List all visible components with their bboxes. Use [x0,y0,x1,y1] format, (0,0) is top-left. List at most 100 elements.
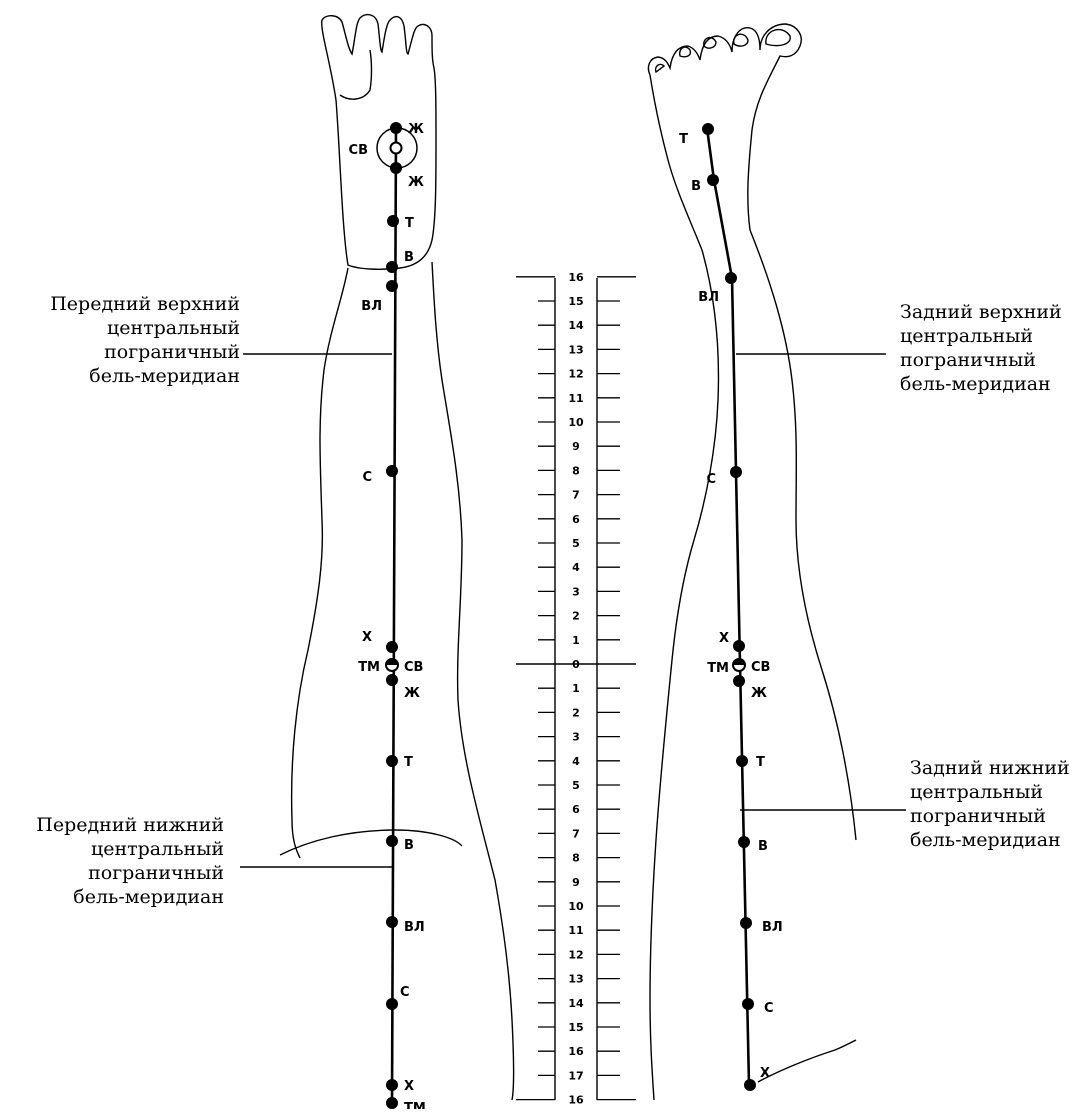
caption-back-lower: Задний нижний центральный пограничный бе… [910,756,1070,852]
front-meridian-line [392,128,396,1102]
scale: 1615141312111098765432101234567891011121… [516,271,636,1107]
scale-number: 4 [572,755,580,768]
scale-number: 9 [572,440,580,453]
back-toe-nail-1 [656,64,664,72]
front-point-label: В [404,838,414,853]
scale-number: 10 [568,900,584,913]
scale-number: 6 [572,803,580,816]
scale-number: 17 [568,1069,583,1082]
front-point-label: С [400,985,410,1000]
scale-number: 10 [568,416,584,429]
back-point-dot [738,836,750,848]
scale-number: 3 [572,731,580,744]
front-leg-right-edge [432,262,514,1100]
back-point-label: С [764,1001,774,1016]
scale-number: 4 [572,561,580,574]
caption-line: Задний нижний [910,756,1070,780]
scale-number: 2 [572,706,580,719]
front-point-label: ВЛ [361,299,382,314]
front-point-dot [386,261,398,273]
scale-number: 5 [572,779,580,792]
caption-line: Задний верхний [900,300,1062,324]
back-point-dot [725,272,737,284]
front-point-dot [387,215,399,227]
caption-front-lower: Передний нижний центральный пограничный … [36,813,224,909]
scale-number: 13 [568,343,583,356]
scale-number: 11 [568,392,583,405]
front-point-dot [386,465,398,477]
front-point-dot [386,998,398,1010]
front-point-dot [390,122,402,134]
scale-number: 13 [568,973,583,986]
front-point-label: СВ [349,143,368,158]
back-toe-nail-4 [734,34,748,46]
caption-line: бель-меридиан [900,372,1062,396]
caption-front-upper: Передний верхний центральный пограничный… [50,292,240,388]
back-point-dot [730,466,742,478]
caption-line: пограничный [900,348,1062,372]
back-toe-nail-5 [766,30,790,46]
scale-number: 5 [572,537,580,550]
back-point-dot [744,1079,756,1091]
back-point-dot [733,640,745,652]
front-point-open-dot [391,143,402,154]
front-point-dot [386,280,398,292]
front-foot-outline [322,15,436,270]
scale-number: 16 [568,1094,584,1107]
front-point-label: ТМ [358,660,380,675]
scale-number: 14 [568,997,584,1010]
front-point-label: Х [404,1079,414,1094]
caption-line: пограничный [910,804,1070,828]
front-point-label: Х [362,630,372,645]
scale-number: 15 [568,295,583,308]
back-point-dot [733,675,745,687]
caption-line: пограничный [50,340,240,364]
scale-number: 16 [568,271,584,284]
front-point-dot [386,1097,398,1109]
scale-number: 0 [572,658,580,671]
back-point-label: СВ [751,660,770,675]
scale-number: 2 [572,610,580,623]
caption-line: бель-меридиан [910,828,1070,852]
scale-number: 3 [572,585,580,598]
caption-line: Передний нижний [36,813,224,837]
scale-number: 16 [568,1045,584,1058]
scale-number: 12 [568,948,583,961]
front-point-dot [386,1079,398,1091]
back-meridian-line [707,128,749,1085]
back-point-label: В [691,179,701,194]
caption-line: Передний верхний [50,292,240,316]
back-point-label: ВЛ [698,290,719,305]
back-point-dot [707,174,719,186]
scale-number: 8 [572,464,580,477]
back-point-label: Т [679,132,688,147]
back-point-dot [742,998,754,1010]
caption-line: центральный [36,837,224,861]
back-point-label: ТМ [707,661,729,676]
back-point-label: Х [719,631,729,646]
back-point-dot [736,755,748,767]
scale-number: 15 [568,1021,583,1034]
scale-number: 11 [568,924,583,937]
back-toe-nail-2 [680,47,691,57]
back-point-label: Т [756,755,765,770]
front-point-dot [386,835,398,847]
back-point-label: Х [760,1066,770,1081]
back-thigh-arc [758,1040,856,1082]
front-point-label: С [362,470,372,485]
front-point-label: СВ [404,660,423,675]
back-point-label: Ж [751,686,767,701]
caption-line: центральный [900,324,1062,348]
back-leg-right-edge [750,230,856,840]
front-point-label: Т [404,755,413,770]
front-point-dot [390,162,402,174]
back-point-label: С [706,472,716,487]
scale-number: 6 [572,513,580,526]
front-point-label: Ж [408,122,424,137]
scale-number: 12 [568,368,583,381]
scale-number: 9 [572,876,580,889]
front-point-dot [386,916,398,928]
